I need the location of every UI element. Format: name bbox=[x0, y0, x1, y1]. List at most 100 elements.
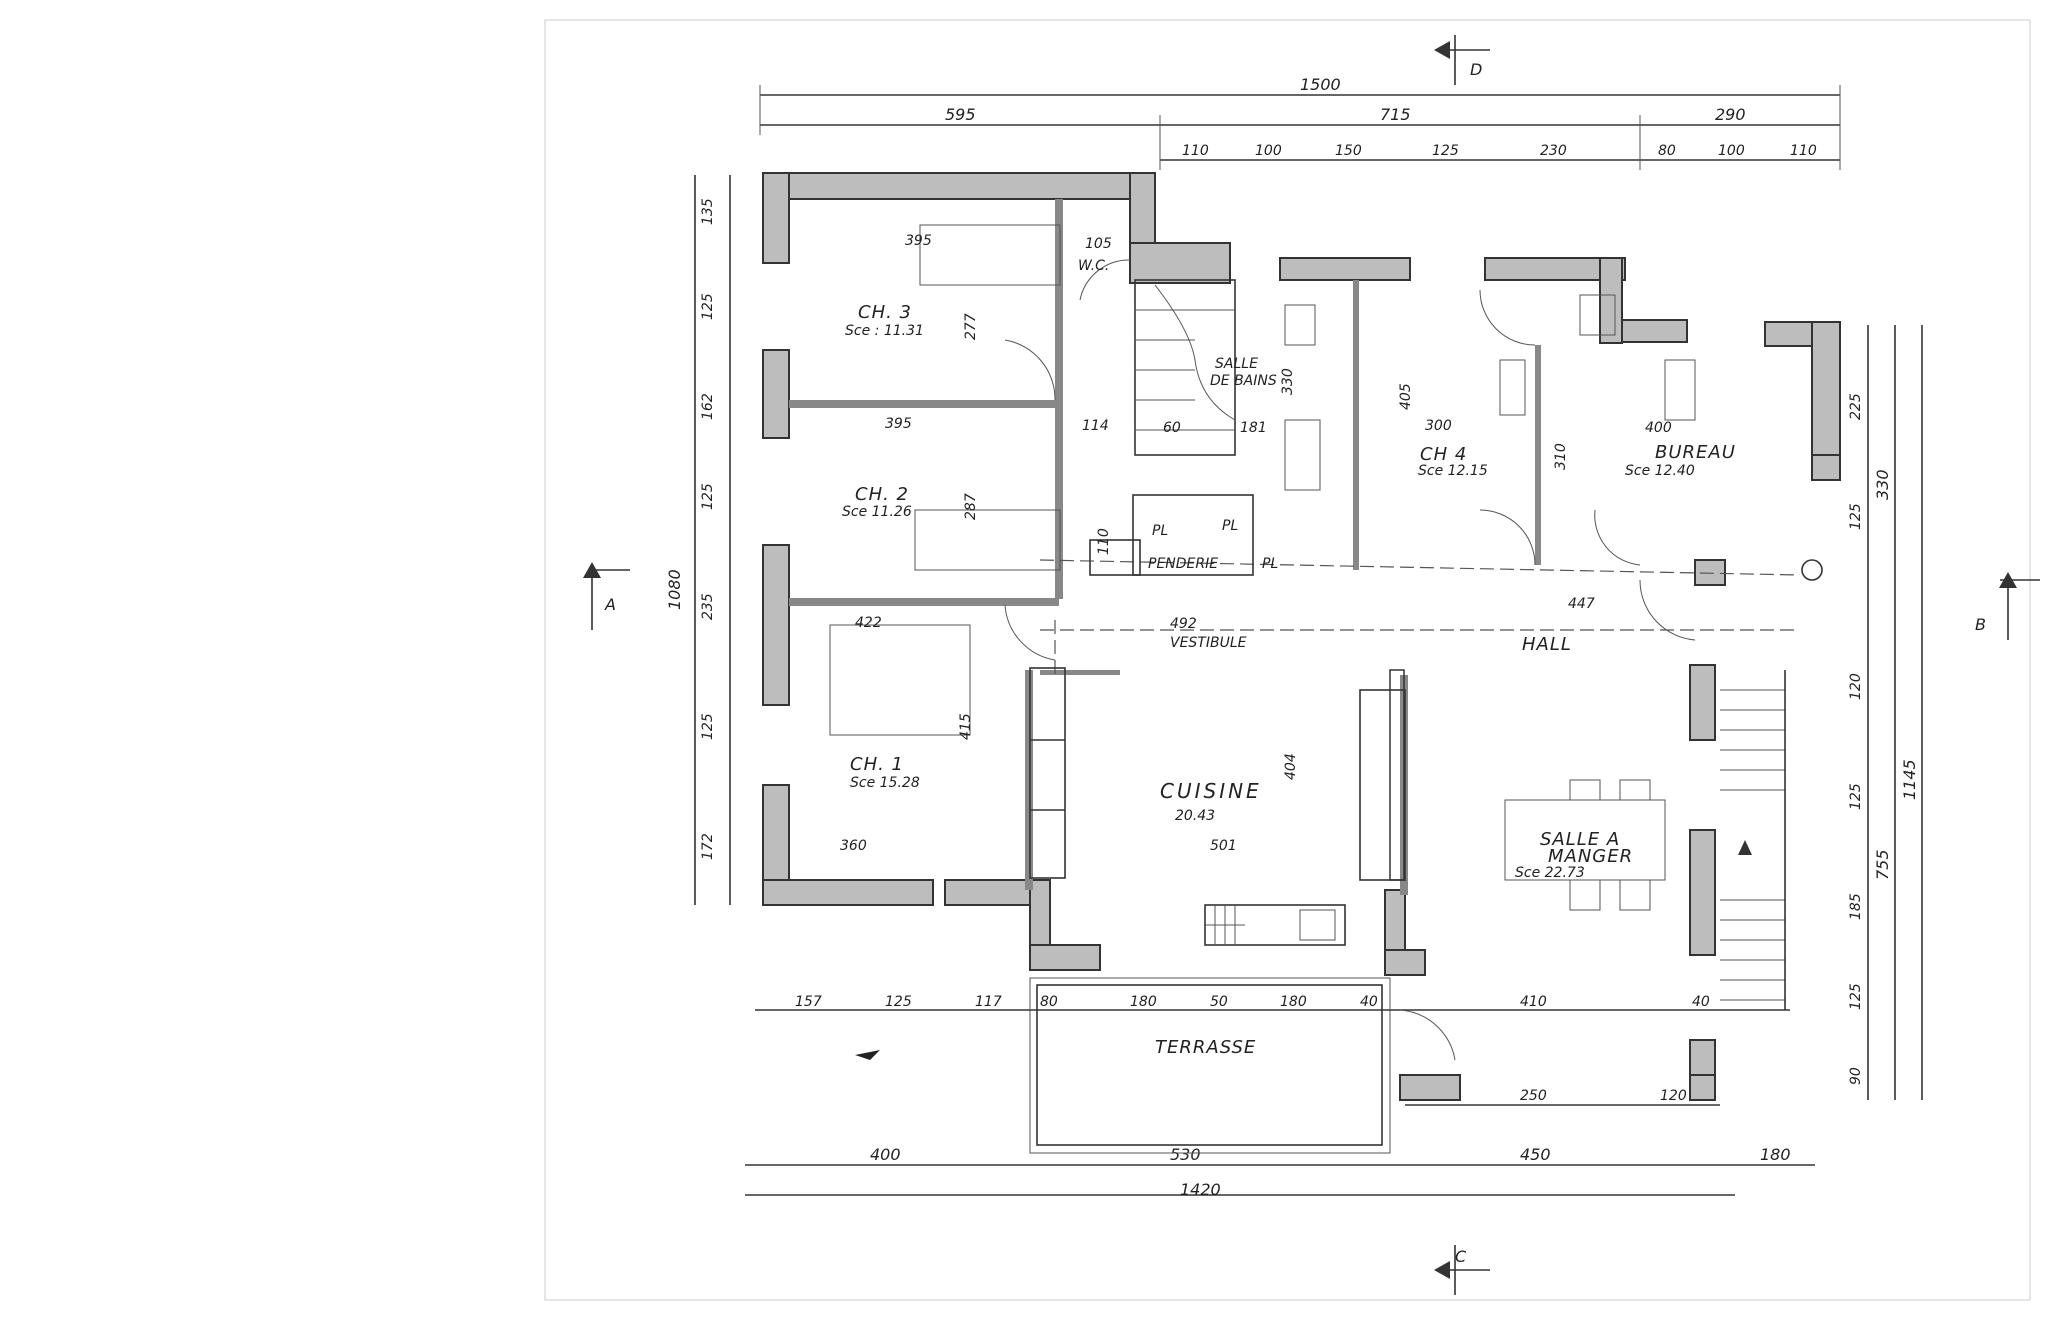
dim-interior-14: 447 bbox=[1568, 596, 1595, 612]
room-cuisine-area: 20.43 bbox=[1175, 808, 1215, 824]
dim-right-7: 90 bbox=[1848, 1067, 1864, 1085]
dim-top-part-2: 715 bbox=[1380, 105, 1411, 124]
section-label-d: D bbox=[1470, 60, 1482, 79]
room-ch4-area: Sce 12.15 bbox=[1418, 463, 1488, 479]
dim-interior-20: 60 bbox=[1163, 420, 1181, 436]
terrace-outline bbox=[1029, 977, 1391, 1154]
room-wc: W.C. bbox=[1078, 258, 1109, 274]
dim-interior-4: 287 bbox=[963, 493, 979, 520]
dim-top-detail-2: 100 bbox=[1255, 143, 1282, 159]
dim-top-detail-1: 110 bbox=[1182, 143, 1209, 159]
dim-bottom-6: 50 bbox=[1210, 994, 1228, 1010]
dim-bottom-1: 157 bbox=[795, 994, 822, 1010]
dim-left-1: 135 bbox=[700, 198, 716, 225]
closets bbox=[1029, 494, 1406, 881]
dim-bottom-row2-2: 250 bbox=[1520, 1088, 1547, 1104]
dim-left-5: 235 bbox=[700, 593, 716, 620]
dim-bottom-row3-4: 180 bbox=[1760, 1145, 1791, 1164]
room-ch1-name: CH. 1 bbox=[850, 754, 904, 775]
dim-interior-18: 105 bbox=[1085, 236, 1112, 252]
dim-interior-1: 395 bbox=[905, 233, 932, 249]
room-hall: HALL bbox=[1522, 634, 1572, 655]
room-ch2-area: Sce 11.26 bbox=[842, 504, 912, 520]
section-label-b: B bbox=[1975, 615, 1986, 634]
arrow-mark-icon bbox=[855, 1050, 880, 1060]
room-bureau-area: Sce 12.40 bbox=[1625, 463, 1695, 479]
dim-bottom-row3-2: 530 bbox=[1170, 1145, 1201, 1164]
room-sdb-line2: DE BAINS bbox=[1210, 373, 1277, 389]
room-cuisine-name: CUISINE bbox=[1160, 779, 1262, 803]
room-salle-manger-area: Sce 22.73 bbox=[1515, 865, 1585, 881]
dim-bottom-4: 80 bbox=[1040, 994, 1058, 1010]
dim-right-total-3: 1145 bbox=[1900, 759, 1919, 800]
room-ch3-name: CH. 3 bbox=[858, 302, 912, 323]
dim-interior-13: 310 bbox=[1553, 443, 1569, 470]
kitchen-counter bbox=[1204, 904, 1346, 946]
dim-right-2: 125 bbox=[1848, 503, 1864, 530]
left-dimension-lines bbox=[694, 175, 731, 905]
walls bbox=[762, 172, 1841, 1101]
dim-right-total-2: 755 bbox=[1873, 849, 1892, 880]
room-ch2-name: CH. 2 bbox=[855, 484, 909, 505]
room-ch1-area: Sce 15.28 bbox=[850, 775, 920, 791]
dim-bottom-5: 180 bbox=[1130, 994, 1157, 1010]
dim-bottom-3: 117 bbox=[975, 994, 1002, 1010]
dim-top-detail-6: 80 bbox=[1658, 143, 1676, 159]
dim-top-part-1: 595 bbox=[945, 105, 976, 124]
room-vestibule: VESTIBULE bbox=[1170, 635, 1247, 651]
dim-interior-11: 405 bbox=[1398, 383, 1414, 410]
dim-top-part-3: 290 bbox=[1715, 105, 1746, 124]
right-dimension-lines bbox=[1867, 325, 1923, 1100]
dim-interior-17: 330 bbox=[1280, 368, 1296, 395]
dim-top-detail-4: 125 bbox=[1432, 143, 1459, 159]
dim-right-total-1: 330 bbox=[1873, 469, 1892, 500]
north-arrow-icon bbox=[1738, 840, 1752, 855]
room-pl-1: PL bbox=[1152, 523, 1168, 539]
dim-bottom-9: 410 bbox=[1520, 994, 1547, 1010]
dim-top-detail-8: 110 bbox=[1790, 143, 1817, 159]
dim-interior-9: 501 bbox=[1210, 838, 1237, 854]
dim-interior-21: 110 bbox=[1096, 528, 1112, 555]
room-salle-manger-line1: SALLE A bbox=[1540, 829, 1620, 850]
dim-interior-12: 400 bbox=[1645, 420, 1672, 436]
dim-interior-16: 181 bbox=[1240, 420, 1267, 436]
dim-bottom-8: 40 bbox=[1360, 994, 1378, 1010]
dim-interior-19: 114 bbox=[1082, 418, 1109, 434]
dim-right-3: 120 bbox=[1848, 673, 1864, 700]
dim-right-1: 225 bbox=[1848, 393, 1864, 420]
dim-left-2: 125 bbox=[700, 293, 716, 320]
dim-left-total: 1080 bbox=[665, 569, 684, 610]
room-bureau-name: BUREAU bbox=[1655, 442, 1736, 463]
dim-right-6: 125 bbox=[1848, 983, 1864, 1010]
door-swings bbox=[1004, 259, 1696, 1061]
dim-left-3: 162 bbox=[700, 393, 716, 420]
dim-bottom-row3-3: 450 bbox=[1520, 1145, 1551, 1164]
dim-interior-10: 300 bbox=[1425, 418, 1452, 434]
dim-interior-8: 404 bbox=[1283, 753, 1299, 780]
section-markers bbox=[583, 35, 2040, 1295]
circulation-lines bbox=[1039, 559, 1801, 680]
dim-bottom-total: 1420 bbox=[1180, 1180, 1221, 1199]
section-label-a: A bbox=[604, 595, 616, 614]
room-salle-manger-line2: MANGER bbox=[1548, 846, 1633, 867]
dim-right-4: 125 bbox=[1848, 783, 1864, 810]
dim-left-6: 125 bbox=[700, 713, 716, 740]
room-penderie: PENDERIE bbox=[1148, 556, 1218, 572]
beds bbox=[829, 224, 1696, 736]
dim-interior-3: 277 bbox=[963, 313, 979, 340]
dim-left-7: 172 bbox=[700, 833, 716, 860]
room-sdb-line1: SALLE bbox=[1215, 356, 1258, 372]
room-terrasse: TERRASSE bbox=[1155, 1037, 1256, 1058]
dim-bottom-2: 125 bbox=[885, 994, 912, 1010]
dim-top-detail-7: 100 bbox=[1718, 143, 1745, 159]
room-ch3-area: Sce : 11.31 bbox=[845, 323, 924, 339]
top-dimension-lines bbox=[759, 85, 1841, 170]
column-circle bbox=[1801, 559, 1823, 581]
dim-top-detail-3: 150 bbox=[1335, 143, 1362, 159]
exterior-steps bbox=[1720, 670, 1786, 1010]
dim-top-total: 1500 bbox=[1300, 75, 1341, 94]
section-label-c: C bbox=[1455, 1247, 1467, 1266]
dim-interior-2: 395 bbox=[885, 416, 912, 432]
paper-sheet bbox=[544, 19, 2031, 1301]
